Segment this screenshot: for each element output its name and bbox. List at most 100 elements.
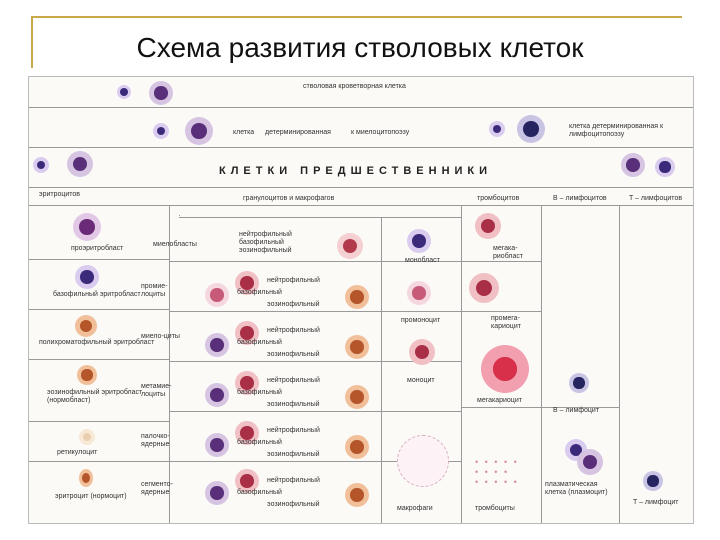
row-divider (169, 361, 461, 362)
column-divider (381, 217, 382, 523)
page-title: Схема развития стволовых клеток (136, 32, 584, 63)
promyelocytes-label: промие-лоциты (141, 283, 168, 298)
monocyte-cell (409, 339, 435, 365)
segmented-neutrophilic-cell (235, 469, 259, 493)
promegakaryocyte-label: промега-кариоцит (491, 315, 521, 330)
determined-lympho-label: клетка детерминированная к лимфоцитопоэз… (569, 123, 664, 138)
row-divider (169, 261, 461, 262)
precursor-cell-icon (67, 151, 93, 177)
t-lymphocyte-cell (643, 471, 663, 491)
stem-cell-icon (149, 81, 173, 105)
column-header-erythro: эритроцитов (39, 191, 81, 198)
metamyelocytes-label: метамие-лоциты (141, 383, 172, 398)
reticulocyte-cell (79, 429, 95, 445)
metamyelocyte-basophilic-label: базофильный (237, 389, 282, 396)
band-cells-label: палочко-ядерные (141, 433, 170, 448)
row-divider (29, 187, 693, 188)
row-divider (541, 407, 619, 408)
promonocyte-label: промоноцит (401, 317, 441, 324)
determined-cell-small (153, 123, 169, 139)
stem-cell-label: стволовая кроветворная клетка (303, 83, 406, 90)
metamyelocyte-basophilic-cell (205, 383, 229, 407)
column-divider (619, 205, 620, 523)
myeloblasts-label: миелобласты (153, 241, 197, 248)
row-divider (169, 311, 461, 312)
promyelocyte-neutrophilic-cell (205, 283, 229, 307)
macrophages-label: макрофаги (397, 505, 433, 512)
myelocyte-eosinophilic-label: эозинофильный (267, 351, 320, 358)
segmented-basophilic-label: базофильный (237, 489, 282, 496)
column-header-thrombo: тромбоцитов (477, 195, 520, 202)
segmented-eosinophilic-label: эозинофильный (267, 501, 320, 508)
monoblast-label: монобласт (405, 257, 440, 264)
b-lymphocyte-label: B – лимфоцит (553, 407, 600, 414)
column-header-t: T – лимфоцитов (629, 195, 683, 202)
monoblast-cell (407, 229, 431, 253)
myelocyte-basophilic-label: базофильный (237, 339, 282, 346)
erythrocyte-label: эритроцит (нормоцит) (55, 493, 127, 500)
row-divider (461, 311, 541, 312)
basophilic-erythroblast-label: базофильный эритробласт (53, 291, 141, 298)
megakaryoblast-label: мегака-риобласт (493, 245, 524, 260)
row-divider (29, 259, 169, 260)
erythrocyte-cell (79, 469, 93, 487)
megakaryocyte-label: мегакариоцит (477, 397, 522, 404)
metamyelocyte-eosinophilic-label: эозинофильный (267, 401, 320, 408)
precursors-heading: КЛЕТКИ ПРЕДШЕСТВЕННИКИ (219, 165, 493, 177)
oxyphilic-erythroblast-label: эозинофильный эритробласт (нормобласт) (47, 389, 143, 404)
plasma-cell (577, 449, 603, 475)
metamyelocyte-neutrophilic-label: нейтрофильный (267, 377, 320, 384)
determined-lympho-cell-icon (517, 115, 545, 143)
column-divider (461, 205, 462, 523)
promyelocyte-eosinophilic-cell (345, 285, 369, 309)
column-divider (179, 215, 180, 216)
determined-myelo-label-a: клетка (233, 129, 255, 136)
b-lymphocyte-cell (569, 373, 589, 393)
metamyelocyte-eosinophilic-cell (345, 385, 369, 409)
megakaryoblast-cell (475, 213, 501, 239)
precursor-lympho-cell-icon-2 (655, 157, 675, 177)
plasma-cell-label: плазматическая клетка (плазмоцит) (545, 481, 608, 496)
proerythroblast-cell (73, 213, 101, 241)
myeloblast-cell (337, 233, 363, 259)
row-divider (169, 461, 461, 462)
precursor-cell-small (33, 157, 49, 173)
promegakaryocyte-cell (469, 273, 499, 303)
row-divider (29, 359, 169, 360)
t-lymphocyte-label: T – лимфоцит (633, 499, 679, 506)
promyelocyte-basophilic-label: базофильный (237, 289, 282, 296)
column-header-granulo: гранулоцитов и макрофагов (243, 195, 335, 202)
determined-myelo-cell-icon (185, 117, 213, 145)
title-accent-line (31, 16, 682, 18)
platelets-label: тромбоциты (475, 505, 515, 512)
determined-myelo-label-c: к миелоцитопоэзу (351, 129, 410, 136)
metamyelocyte-neutrophilic-cell (235, 371, 259, 395)
myelocyte-eosinophilic-cell (345, 335, 369, 359)
row-divider (461, 261, 541, 262)
stem-cell-small (117, 85, 131, 99)
monocyte-label: моноцит (407, 377, 435, 384)
band-eosinophilic-label: эозинофильный (267, 451, 320, 458)
band-eosinophilic-cell (345, 435, 369, 459)
promyelocyte-basophilic-cell (235, 271, 259, 295)
myeloblast-types-label: нейтрофильный базофильный эозинофильный (239, 231, 292, 254)
segmented-neutrophilic-label: нейтрофильный (267, 477, 320, 484)
column-divider (169, 205, 170, 523)
polychromatophilic-erythroblast-label: полихроматофильный эритробласт (39, 339, 155, 346)
macrophage-cell (397, 435, 449, 487)
title-accent-bar (31, 16, 33, 68)
precursor-lympho-cell-icon (621, 153, 645, 177)
myelocyte-basophilic-cell (205, 333, 229, 357)
promyelocyte-neutrophilic-label: нейтрофильный (267, 277, 320, 284)
segmented-basophilic-cell (205, 481, 229, 505)
row-divider (169, 411, 461, 412)
row-divider (29, 107, 693, 108)
reticulocyte-label: ретикулоцит (57, 449, 98, 456)
column-divider (541, 205, 542, 523)
band-neutrophilic-cell (235, 421, 259, 445)
band-basophilic-label: базофильный (237, 439, 282, 446)
oxyphilic-erythroblast-cell (77, 365, 97, 385)
segmented-eosinophilic-cell (345, 483, 369, 507)
myelocyte-neutrophilic-cell (235, 321, 259, 345)
megakaryocyte-cell (477, 341, 533, 397)
